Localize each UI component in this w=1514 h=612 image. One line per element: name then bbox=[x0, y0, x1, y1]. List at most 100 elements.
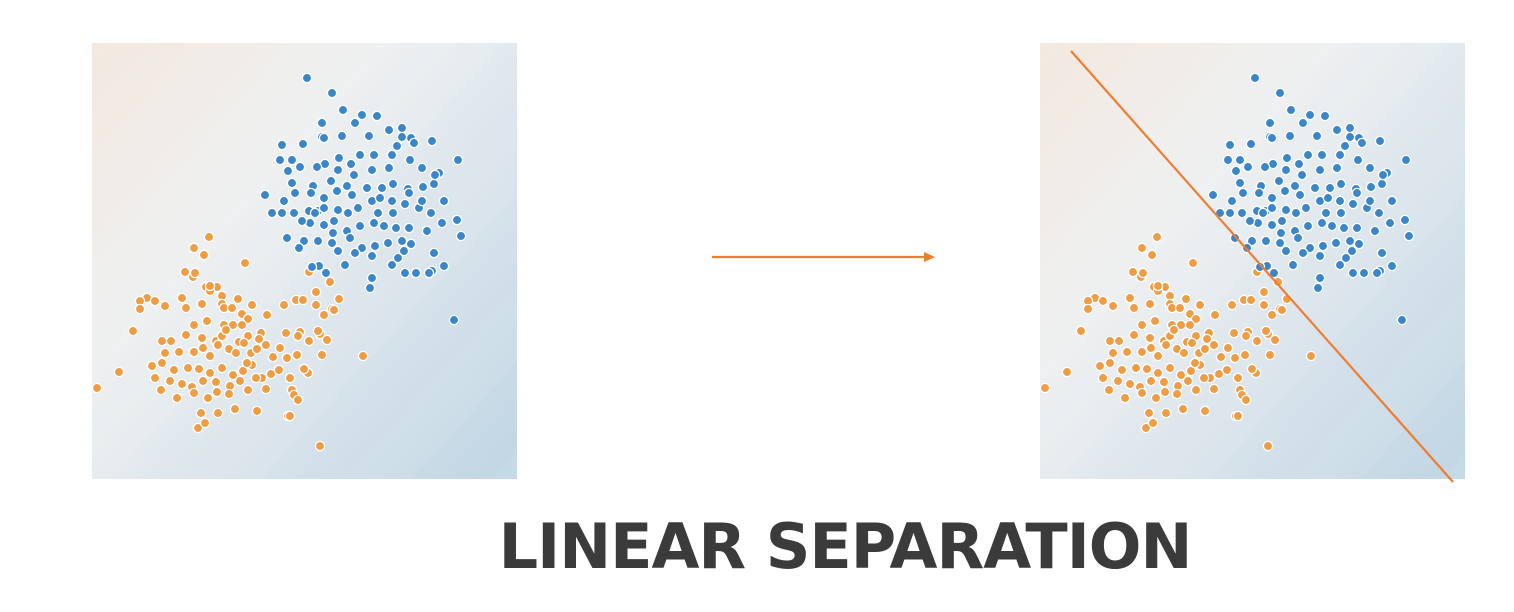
blue-class-point bbox=[1311, 130, 1323, 142]
orange-class-point bbox=[1130, 362, 1142, 374]
background-band bbox=[492, 451, 517, 479]
orange-class-point bbox=[197, 375, 209, 387]
orange-class-point bbox=[232, 293, 244, 305]
orange-class-point bbox=[1180, 293, 1192, 305]
orange-class-point bbox=[1305, 350, 1317, 362]
orange-class-point bbox=[1164, 362, 1176, 374]
scatter-plot-separated bbox=[840, 43, 1514, 483]
blue-class-point bbox=[306, 261, 318, 273]
blue-class-point bbox=[398, 245, 410, 257]
blue-class-point bbox=[1294, 189, 1306, 201]
orange-class-point bbox=[1143, 407, 1155, 419]
blue-class-point bbox=[1347, 198, 1359, 210]
orange-class-point bbox=[168, 364, 180, 376]
blue-class-point bbox=[332, 204, 344, 216]
blue-class-point bbox=[309, 207, 321, 219]
blue-class-point bbox=[369, 240, 381, 252]
orange-class-point bbox=[1269, 334, 1281, 346]
blue-class-point bbox=[1242, 161, 1254, 173]
blue-class-point bbox=[416, 195, 428, 207]
blue-class-point bbox=[293, 242, 305, 254]
orange-class-point bbox=[291, 349, 303, 361]
orange-class-point bbox=[1061, 366, 1073, 378]
orange-class-point bbox=[1136, 319, 1148, 331]
blue-class-point bbox=[1377, 169, 1389, 181]
orange-class-point bbox=[357, 350, 369, 362]
blue-class-point bbox=[417, 181, 429, 193]
blue-class-point bbox=[416, 162, 428, 174]
blue-class-point bbox=[1338, 222, 1350, 234]
orange-class-point bbox=[1168, 324, 1180, 336]
blue-class-point bbox=[405, 238, 417, 250]
orange-class-point bbox=[1264, 349, 1276, 361]
orange-class-point bbox=[196, 332, 208, 344]
orange-class-point bbox=[292, 394, 304, 406]
blue-class-point bbox=[1236, 207, 1248, 219]
orange-class-point bbox=[1175, 369, 1187, 381]
blue-class-point bbox=[368, 149, 380, 161]
blue-class-point bbox=[1300, 202, 1312, 214]
orange-class-point bbox=[188, 346, 200, 358]
orange-class-point bbox=[1082, 303, 1094, 315]
orange-class-point bbox=[216, 362, 228, 374]
blue-class-point bbox=[1253, 187, 1265, 199]
right-arrow-icon bbox=[712, 252, 935, 262]
blue-class-point bbox=[1237, 187, 1249, 199]
orange-class-point bbox=[1136, 346, 1148, 358]
orange-class-point bbox=[242, 384, 254, 396]
blue-class-point bbox=[1234, 154, 1246, 166]
blue-class-point bbox=[366, 250, 378, 262]
blue-class-point bbox=[363, 130, 375, 142]
orange-class-point bbox=[310, 286, 322, 298]
blue-class-point bbox=[1399, 214, 1411, 226]
scatter-panel-after bbox=[840, 43, 1514, 483]
orange-class-point bbox=[1187, 257, 1199, 269]
blue-class-point bbox=[1280, 164, 1292, 176]
blue-class-point bbox=[1334, 195, 1346, 207]
blue-class-point bbox=[297, 138, 309, 150]
blue-class-point bbox=[354, 220, 366, 232]
orange-class-point bbox=[267, 351, 279, 363]
blue-class-point bbox=[352, 202, 364, 214]
blue-class-point bbox=[286, 154, 298, 166]
orange-class-point bbox=[156, 357, 168, 369]
orange-class-point bbox=[1103, 384, 1115, 396]
orange-class-point bbox=[1149, 315, 1161, 327]
blue-class-point bbox=[1356, 137, 1368, 149]
blue-class-point bbox=[1316, 149, 1328, 161]
orange-class-point bbox=[1239, 349, 1251, 361]
blue-class-point bbox=[1224, 207, 1236, 219]
blue-class-point bbox=[408, 137, 420, 149]
blue-class-point bbox=[1290, 207, 1302, 219]
orange-class-point bbox=[1136, 387, 1148, 399]
blue-class-point bbox=[294, 161, 306, 173]
blue-class-point bbox=[1292, 232, 1304, 244]
orange-class-point bbox=[171, 392, 183, 404]
blue-class-point bbox=[1322, 192, 1334, 204]
blue-class-point bbox=[1268, 267, 1280, 279]
arrow-head bbox=[924, 252, 935, 262]
orange-class-point bbox=[281, 352, 293, 364]
orange-class-point bbox=[1208, 339, 1220, 351]
blue-class-point bbox=[1353, 238, 1365, 250]
orange-class-point bbox=[196, 298, 208, 310]
blue-class-point bbox=[1309, 182, 1321, 194]
blue-class-point bbox=[346, 189, 358, 201]
orange-class-point bbox=[261, 309, 273, 321]
orange-class-point bbox=[1251, 335, 1263, 347]
background-band bbox=[1140, 63, 1514, 479]
orange-class-point bbox=[280, 327, 292, 339]
plot-background bbox=[1040, 43, 1465, 479]
decision-boundary-line bbox=[1070, 50, 1454, 483]
orange-class-point bbox=[149, 372, 161, 384]
orange-class-point bbox=[316, 349, 328, 361]
orange-class-point bbox=[188, 242, 200, 254]
blue-class-point bbox=[1246, 235, 1258, 247]
blue-class-point bbox=[318, 219, 330, 231]
blue-class-point bbox=[1244, 215, 1256, 227]
blue-class-point bbox=[1314, 272, 1326, 284]
blue-class-point bbox=[332, 164, 344, 176]
blue-class-point bbox=[331, 185, 343, 197]
blue-class-point bbox=[325, 175, 337, 187]
orange-class-point bbox=[192, 422, 204, 434]
